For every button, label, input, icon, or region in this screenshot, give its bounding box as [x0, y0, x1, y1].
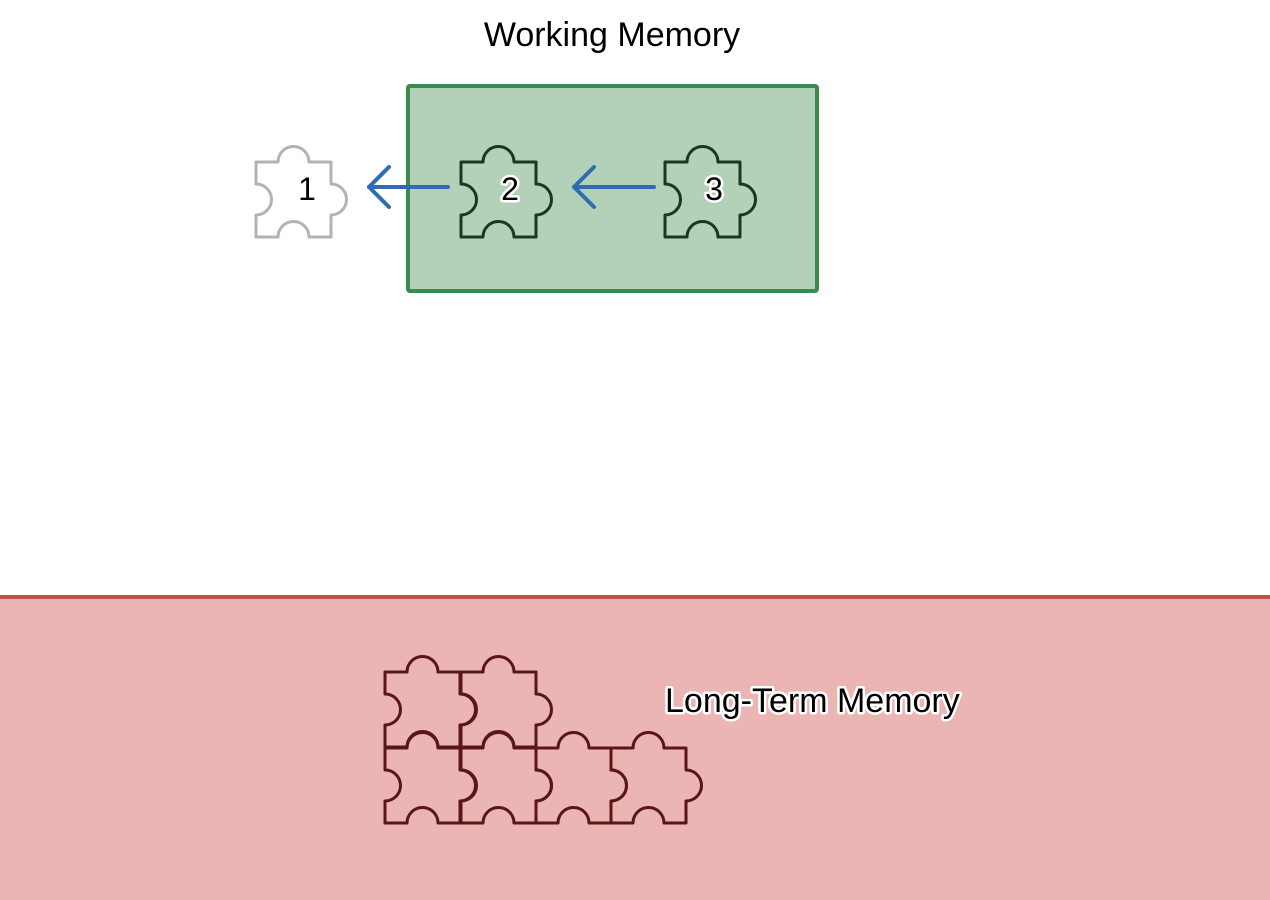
puzzle-piece-label: 1: [298, 171, 316, 207]
puzzle-piece-1: 1: [254, 144, 349, 239]
long-term-memory-label: Long-Term Memory: [665, 682, 960, 720]
long-term-memory-region: Long-Term Memory: [0, 595, 1270, 900]
puzzle-piece-3: 3: [663, 144, 758, 239]
arrow-left-icon: [367, 165, 450, 209]
puzzle-piece-label: 3: [705, 171, 723, 207]
working-memory-title: Working Memory: [484, 16, 740, 54]
puzzle-piece-label: 2: [501, 171, 519, 207]
long-term-memory-band: [0, 597, 1270, 900]
puzzle-piece-2: 2: [459, 144, 554, 239]
working-memory-region: Working Memory 1 2 3: [254, 16, 819, 293]
arrow-left-icon: [572, 165, 656, 209]
